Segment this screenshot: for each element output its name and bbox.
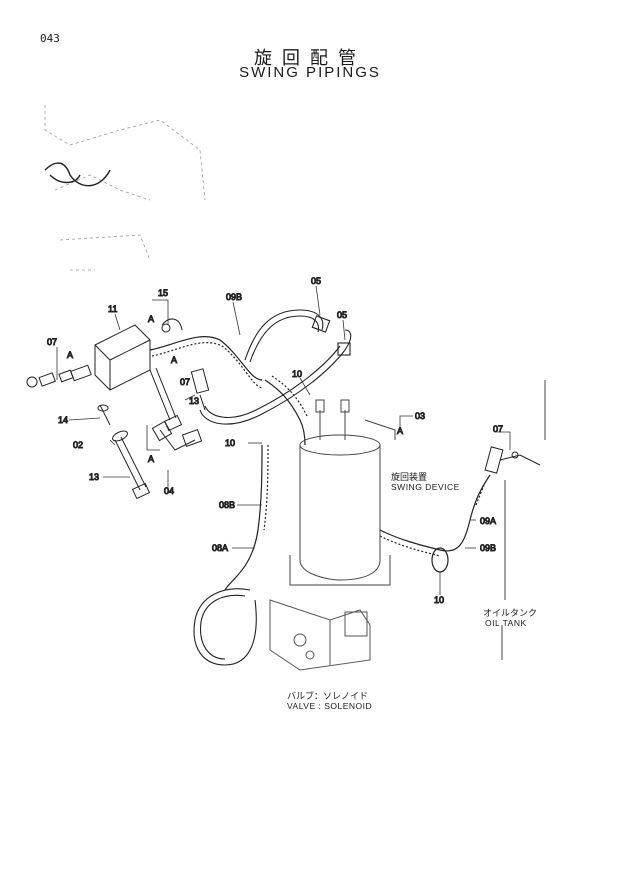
callout-08b: 08B xyxy=(219,500,235,510)
callout-09b-top: 09B xyxy=(226,292,242,302)
ref-a-right: A xyxy=(397,426,403,436)
oil-tank-label-jp: オイルタンク xyxy=(483,608,538,618)
title-english: SWING PIPINGS xyxy=(239,64,381,81)
fitting-07-mid xyxy=(190,368,210,411)
callout-07-left: 07 xyxy=(47,337,57,347)
callout-02: 02 xyxy=(73,440,83,450)
swing-device-label-en: SWING DEVICE xyxy=(391,482,460,492)
callout-10-lower: 10 xyxy=(434,595,444,605)
machine-thumbnail xyxy=(44,105,206,271)
swing-device-body xyxy=(289,399,396,586)
bolts xyxy=(97,367,183,500)
callout-03: 03 xyxy=(415,411,425,421)
oil-tank-label-en: OIL TANK xyxy=(485,618,527,628)
pipe-05-loop xyxy=(199,309,352,425)
callout-09a: 09A xyxy=(480,516,496,526)
callout-13-upper: 13 xyxy=(189,396,199,406)
callout-11: 11 xyxy=(108,304,117,314)
hose-08a xyxy=(193,588,257,666)
callout-10-upper: 10 xyxy=(292,369,302,379)
thumbnail-pipes xyxy=(44,162,111,187)
ref-a-left: A xyxy=(67,350,73,360)
elbow-fitting xyxy=(151,420,203,451)
fitting-15 xyxy=(161,318,183,333)
title-japanese: 旋回配管 xyxy=(254,48,366,69)
callout-10-left: 10 xyxy=(225,438,235,448)
callout-13-lower: 13 xyxy=(89,472,99,482)
hose-10-center xyxy=(264,375,308,446)
hose-09b-upper xyxy=(149,336,263,389)
callout-leaders xyxy=(56,285,511,595)
oil-tank-leader xyxy=(501,380,546,660)
callout-05-right: 05 xyxy=(337,310,347,320)
hose-08b xyxy=(224,444,269,591)
ref-a-lower: A xyxy=(148,454,154,464)
swing-device-label-jp: 旋回装置 xyxy=(391,472,428,482)
valve-label-jp: バルブ：ソレノイド xyxy=(287,691,369,701)
solenoid-valve xyxy=(269,599,371,671)
callout-05-top: 05 xyxy=(311,276,321,286)
valve-label-en: VALVE : SOLENOID xyxy=(287,701,373,711)
callout-04: 04 xyxy=(164,486,174,496)
callout-08a: 08A xyxy=(212,543,228,553)
callout-07-right: 07 xyxy=(493,424,503,434)
callout-14: 14 xyxy=(58,415,68,425)
ref-a-mid: A xyxy=(171,355,177,365)
fitting-07-right xyxy=(484,446,541,474)
page-number: 043 xyxy=(40,32,60,45)
callout-15: 15 xyxy=(158,288,168,298)
callout-07-mid: 07 xyxy=(180,377,190,387)
ref-a-top: A xyxy=(148,314,154,324)
callout-09b-right: 09B xyxy=(480,543,496,553)
control-block xyxy=(26,324,151,391)
